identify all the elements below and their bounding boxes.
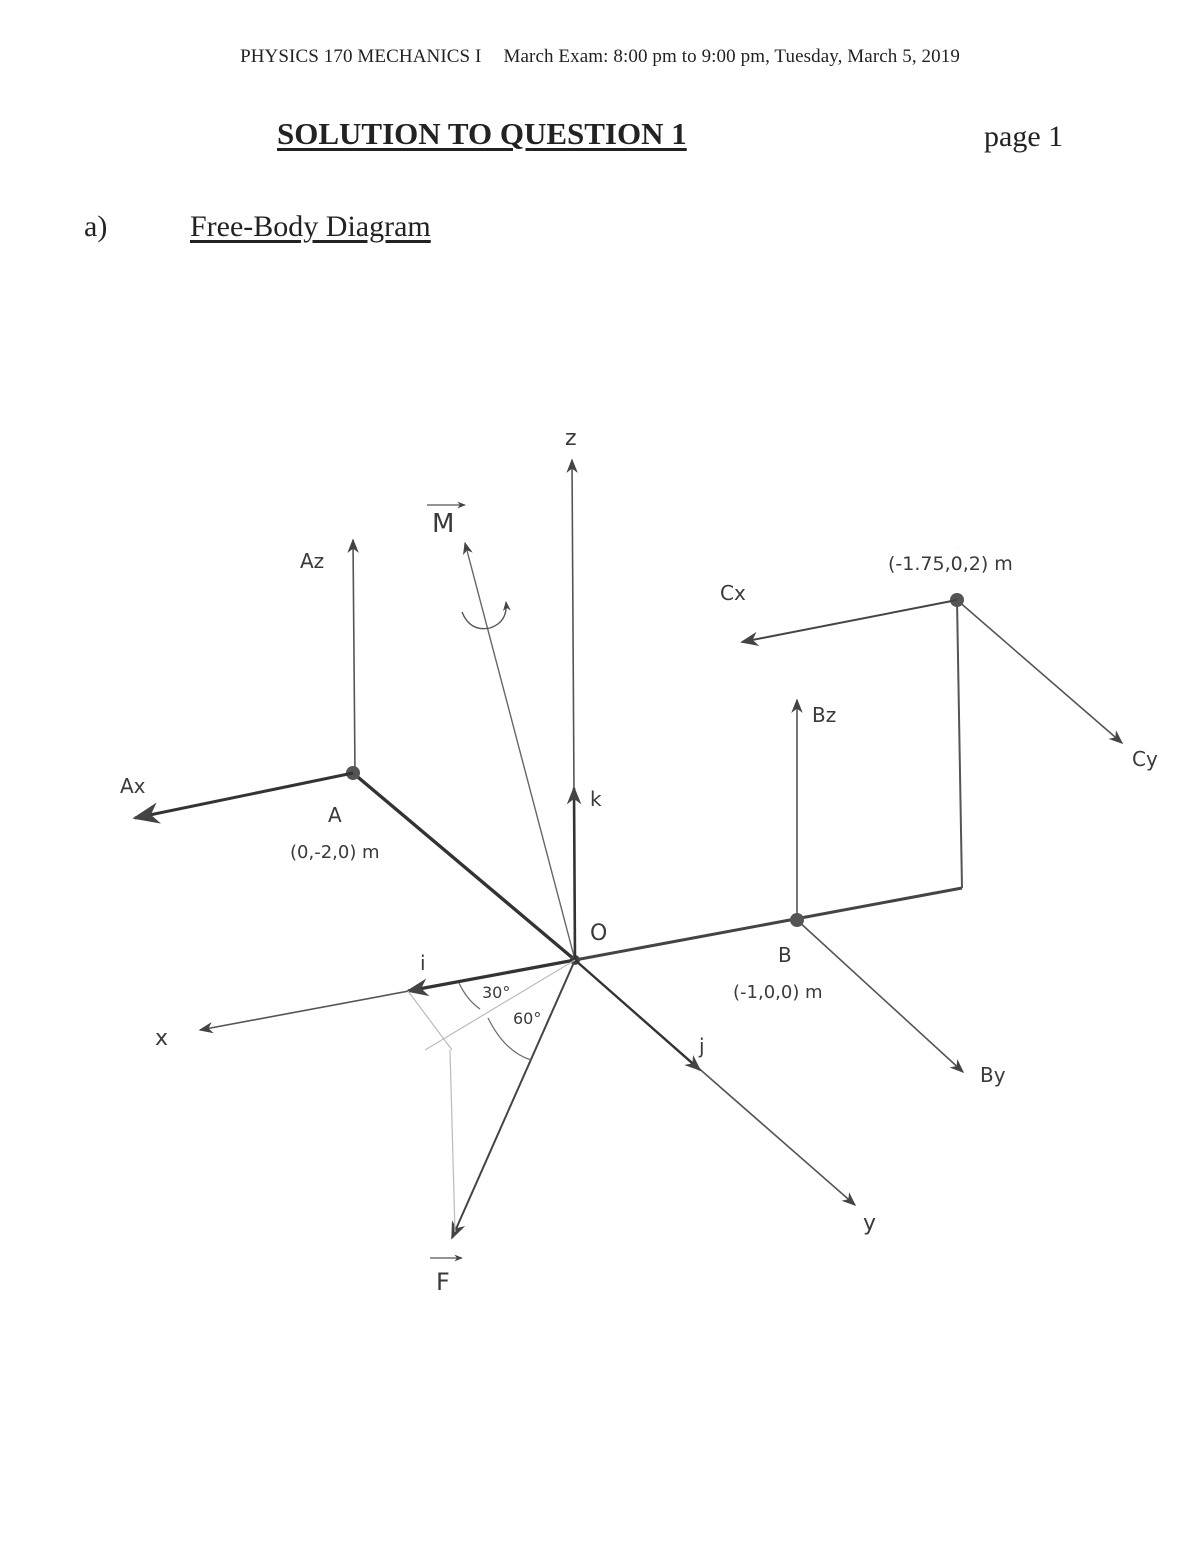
axis-label-z: z [565,426,577,451]
point-B-coords: (-1,0,0) m [733,982,823,1003]
point-B-label: B [778,943,792,967]
unit-vector-k [566,786,582,961]
force-Ax [132,771,354,824]
member-OA [351,771,577,962]
force-F [451,959,576,1240]
part-heading: Free-Body Diagram [190,210,431,243]
moment-label-M: M [432,509,454,539]
force-Cx [740,599,958,646]
unit-vector-j [574,959,702,1072]
angle-label-30: 30° [482,983,510,1002]
axis-label-x: x [155,1026,168,1051]
unit-vector-label-k: k [590,787,602,811]
point-A-coords: (0,-2,0) m [290,842,380,863]
force-label-Ax: Ax [120,774,146,798]
part-letter: a) [84,210,108,243]
force-Cy [956,599,1124,744]
origin-label: O [590,921,607,946]
axis-label-y: y [863,1211,876,1236]
construction-line [424,959,576,1051]
force-label-By: By [980,1063,1006,1087]
angle-label-60: 60° [513,1009,541,1028]
exam-info: March Exam: 8:00 pm to 9:00 pm, Tuesday,… [503,46,960,67]
unit-vector-i [405,958,576,997]
force-label-F: F [436,1268,450,1296]
unit-vector-label-i: i [420,951,426,975]
construction-line [407,990,453,1051]
construction-line [449,1049,456,1233]
course-name: PHYSICS 170 MECHANICS I [240,46,482,67]
point-C-coords: (-1.75,0,2) m [888,553,1013,575]
moment-rotation-arrow [461,601,511,630]
page-title: SOLUTION TO QUESTION 1 [277,116,687,151]
force-label-Cy: Cy [1132,747,1158,771]
force-By [796,919,965,1073]
force-Az [347,538,359,774]
force-label-Bz: Bz [812,703,836,727]
angle-arc-60 [487,1017,532,1061]
exam-header: PHYSICS 170 MECHANICS I March Exam: 8:00 … [0,46,1200,68]
point-A-label: A [328,803,342,827]
member-vertical-C [956,599,963,889]
force-label-Cx: Cx [720,581,746,605]
unit-vector-label-j: j [698,1034,705,1058]
point-C-label: C [958,548,959,550]
moment-M [463,541,576,961]
member-O-end [574,886,963,962]
page-number: page 1 [984,120,1064,153]
force-label-Az: Az [300,549,324,573]
angle-arc-30 [458,982,481,1010]
